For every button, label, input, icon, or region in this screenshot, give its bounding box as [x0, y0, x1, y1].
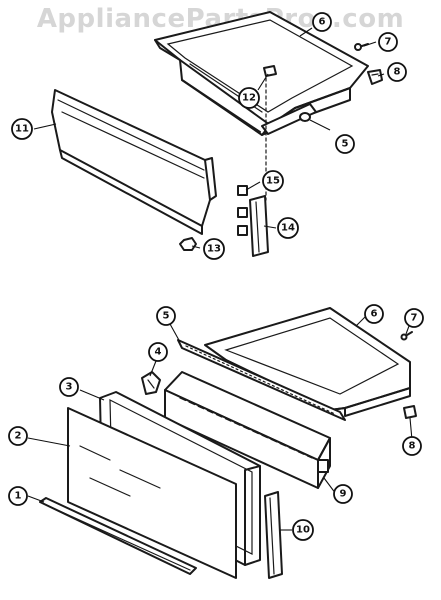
callout-1: 1	[8, 486, 28, 506]
callout-6-upper: 6	[312, 12, 332, 32]
callout-9: 9	[333, 484, 353, 504]
svg-text:6: 6	[371, 309, 378, 320]
callout-10: 10	[292, 519, 314, 541]
callout-11: 11	[11, 118, 33, 140]
lower-rear-frame	[164, 371, 331, 489]
svg-text:5: 5	[342, 139, 349, 150]
upper-drawer-pan	[154, 11, 369, 136]
lower-screw	[400, 331, 413, 341]
upper-pads	[237, 185, 248, 236]
callout-5-lower: 5	[156, 306, 176, 326]
lower-end-trim	[264, 491, 283, 579]
svg-text:2: 2	[15, 431, 22, 442]
callout-5-upper: 5	[335, 134, 355, 154]
callout-12: 12	[238, 87, 260, 109]
lower-bumper	[403, 405, 417, 419]
svg-text:8: 8	[409, 441, 416, 452]
lower-glass-panel	[67, 407, 237, 579]
upper-drawer-front	[51, 89, 217, 235]
callout-7-lower: 7	[404, 308, 424, 328]
callout-6-lower: 6	[364, 304, 384, 324]
callout-13: 13	[203, 238, 225, 260]
svg-text:7: 7	[411, 313, 418, 324]
svg-text:12: 12	[242, 93, 256, 104]
svg-text:9: 9	[340, 489, 347, 500]
callout-8-upper: 8	[387, 62, 407, 82]
upper-bumper	[367, 69, 383, 85]
callout-14: 14	[277, 217, 299, 239]
svg-text:8: 8	[394, 67, 401, 78]
svg-text:15: 15	[266, 176, 280, 187]
svg-text:7: 7	[385, 37, 392, 48]
svg-text:10: 10	[296, 525, 310, 536]
svg-text:6: 6	[319, 17, 326, 28]
svg-text:11: 11	[15, 124, 29, 135]
callout-7-upper: 7	[378, 32, 398, 52]
callout-3: 3	[59, 377, 79, 397]
upper-clip	[263, 65, 277, 77]
lower-slide-rail	[177, 339, 346, 421]
upper-slide-rail	[261, 103, 317, 135]
callout-4: 4	[148, 342, 168, 362]
callout-8-lower: 8	[402, 436, 422, 456]
lower-bracket	[141, 371, 161, 395]
lower-bottom-trim	[39, 497, 197, 575]
svg-text:3: 3	[66, 382, 73, 393]
upper-end-cap	[249, 195, 269, 257]
callout-2: 2	[8, 426, 28, 446]
lower-drawer-pan	[204, 307, 411, 417]
svg-text:14: 14	[281, 223, 295, 234]
callout-15: 15	[262, 170, 284, 192]
svg-text:5: 5	[163, 311, 170, 322]
upper-screw	[354, 43, 369, 51]
upper-nut	[179, 237, 197, 251]
svg-text:1: 1	[15, 491, 22, 502]
svg-text:4: 4	[155, 347, 162, 358]
svg-text:13: 13	[207, 244, 221, 255]
